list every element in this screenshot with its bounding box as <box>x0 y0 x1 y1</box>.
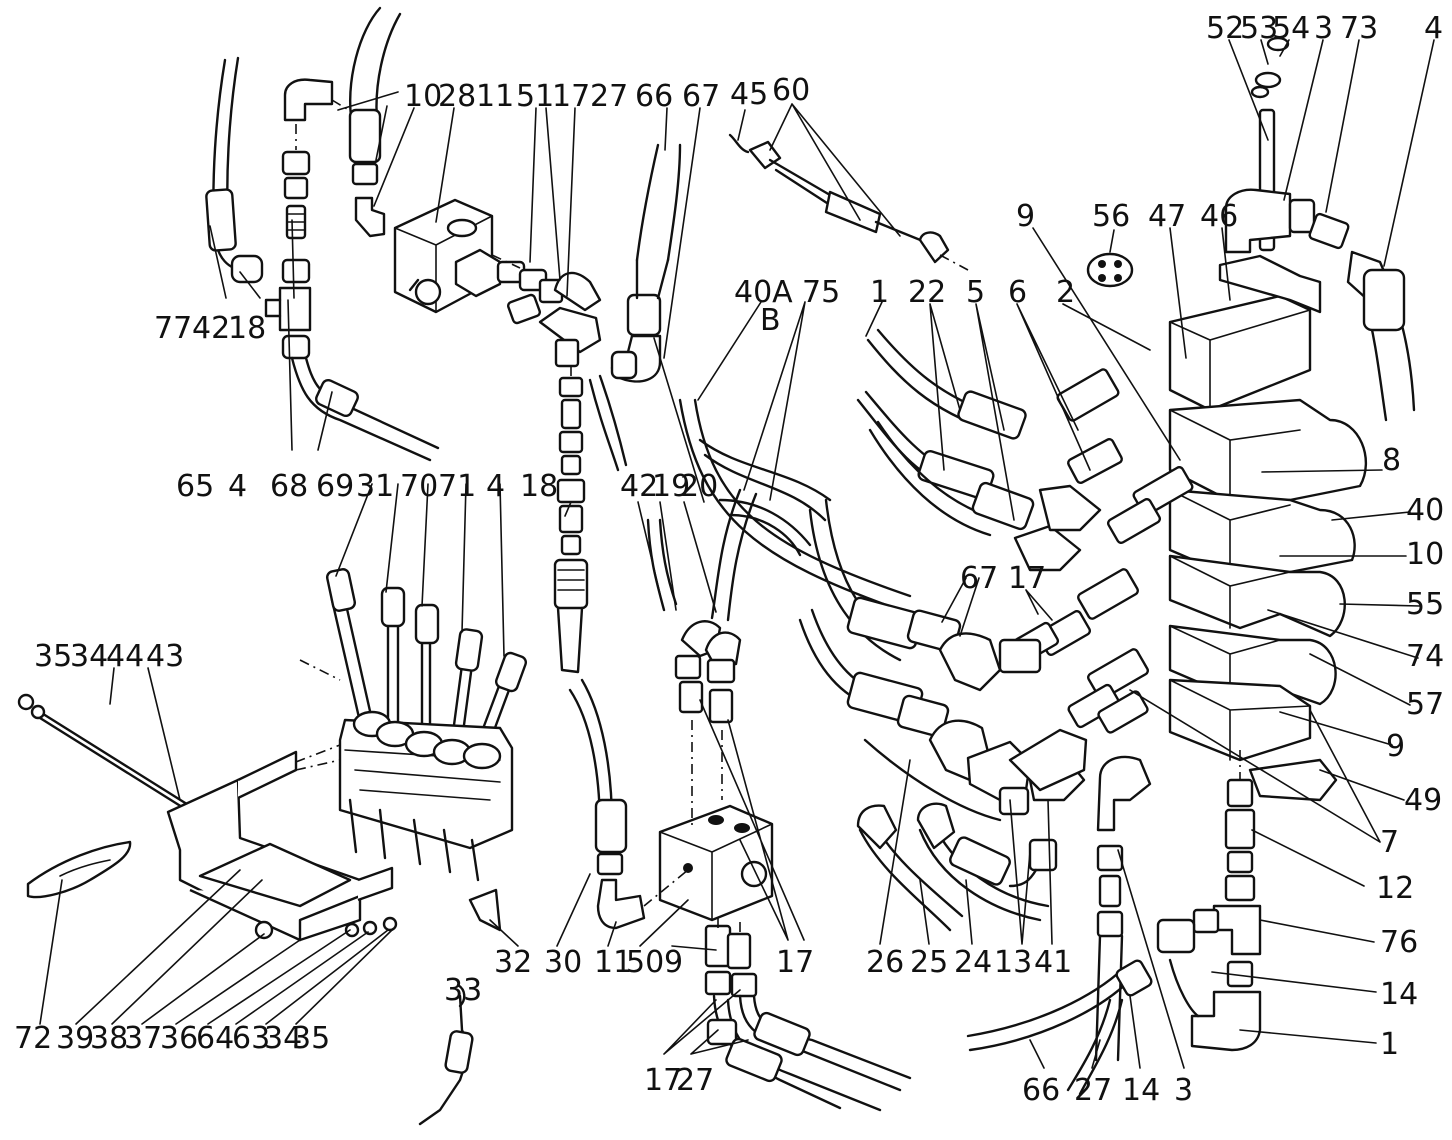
callout-41: 41 <box>1034 945 1072 980</box>
callout-66-b: 66 <box>1022 1073 1060 1108</box>
callout-26: 26 <box>866 945 904 980</box>
callout-18-b: 18 <box>520 469 558 504</box>
callout-43: 43 <box>146 639 184 674</box>
callout-74: 74 <box>1406 639 1444 674</box>
callout-35-b: 35 <box>292 1021 330 1056</box>
callout-63: 63 <box>232 1021 270 1056</box>
callout-11: 11 <box>476 79 514 114</box>
callout-50: 50 <box>626 945 664 980</box>
callout-71: 71 <box>438 469 476 504</box>
callout-67-b: 67 <box>960 561 998 596</box>
callout-1-b: 1 <box>1380 1027 1399 1062</box>
callout-14-b: 14 <box>1122 1073 1160 1108</box>
callout-25: 25 <box>910 945 948 980</box>
callout-B: B <box>760 303 781 338</box>
callout-1: 1 <box>870 275 889 310</box>
callout-3: 3 <box>1314 11 1333 46</box>
callout-42-b: 42 <box>620 469 658 504</box>
callout-18: 18 <box>228 311 266 346</box>
callout-20: 20 <box>680 469 718 504</box>
callout-6: 6 <box>1008 275 1027 310</box>
callout-40A: 40A <box>734 275 793 310</box>
callout-17-c: 17 <box>776 945 814 980</box>
callout-34-b: 34 <box>264 1021 302 1056</box>
callout-10-b: 10 <box>1406 537 1444 572</box>
callout-60: 60 <box>772 73 810 108</box>
callout-72: 72 <box>14 1021 52 1056</box>
callout-8: 8 <box>1382 443 1401 478</box>
callout-68: 68 <box>270 469 308 504</box>
callout-7: 7 <box>1380 825 1399 860</box>
callout-14: 14 <box>1380 977 1418 1012</box>
callout-35: 35 <box>34 639 72 674</box>
callout-56: 56 <box>1092 199 1130 234</box>
callout-17-b: 17 <box>1008 561 1046 596</box>
callout-27-b: 27 <box>676 1063 714 1098</box>
callout-9-c: 9 <box>664 945 683 980</box>
callout-46: 46 <box>1200 199 1238 234</box>
callout-64: 64 <box>196 1021 234 1056</box>
callout-49: 49 <box>1404 783 1442 818</box>
callout-53: 53 <box>1240 11 1278 46</box>
callout-36: 36 <box>160 1021 198 1056</box>
callout-70: 70 <box>400 469 438 504</box>
callout-11-b: 11 <box>594 945 632 980</box>
leader-lines <box>39 39 1435 1069</box>
callout-3-b: 3 <box>1174 1073 1193 1108</box>
callout-4: 4 <box>1424 11 1443 46</box>
callout-34: 34 <box>70 639 108 674</box>
callout-31: 31 <box>356 469 394 504</box>
callout-19: 19 <box>652 469 690 504</box>
callout-9-b: 9 <box>1386 729 1405 764</box>
callout-2: 2 <box>1056 275 1075 310</box>
callout-10: 10 <box>404 79 442 114</box>
callout-39: 39 <box>56 1021 94 1056</box>
callout-54: 54 <box>1272 11 1310 46</box>
callout-44: 44 <box>106 639 144 674</box>
callout-65: 65 <box>176 469 214 504</box>
callout-69: 69 <box>316 469 354 504</box>
callout-13: 13 <box>994 945 1032 980</box>
callout-27: 27 <box>590 79 628 114</box>
callout-17-d: 17 <box>644 1063 682 1098</box>
callout-38: 38 <box>90 1021 128 1056</box>
callout-4-c: 4 <box>486 469 505 504</box>
callout-55: 55 <box>1406 587 1444 622</box>
callout-27-c: 27 <box>1074 1073 1112 1108</box>
callout-40: 40 <box>1406 493 1444 528</box>
callout-22: 22 <box>908 275 946 310</box>
callout-4-b: 4 <box>228 469 247 504</box>
callout-77: 77 <box>154 311 192 346</box>
callout-labels: 10 28 11 51 17 27 66 67 45 60 52 53 54 3… <box>14 11 1444 1108</box>
callout-73: 73 <box>1340 11 1378 46</box>
callout-51: 51 <box>516 79 554 114</box>
callout-42: 42 <box>192 311 230 346</box>
callout-33: 33 <box>444 973 482 1008</box>
callout-24: 24 <box>954 945 992 980</box>
callout-9: 9 <box>1016 199 1035 234</box>
callout-67: 67 <box>682 79 720 114</box>
callout-30: 30 <box>544 945 582 980</box>
callout-17: 17 <box>552 79 590 114</box>
callout-5: 5 <box>966 275 985 310</box>
callout-37: 37 <box>124 1021 162 1056</box>
callout-66: 66 <box>635 79 673 114</box>
callout-28: 28 <box>438 79 476 114</box>
callout-12: 12 <box>1376 871 1414 906</box>
callout-57: 57 <box>1406 687 1444 722</box>
callout-76: 76 <box>1380 925 1418 960</box>
callout-45: 45 <box>730 77 768 112</box>
callout-52: 52 <box>1206 11 1244 46</box>
line-art <box>17 6 1416 1126</box>
callout-47: 47 <box>1148 199 1186 234</box>
callout-75: 75 <box>802 275 840 310</box>
callout-32: 32 <box>494 945 532 980</box>
